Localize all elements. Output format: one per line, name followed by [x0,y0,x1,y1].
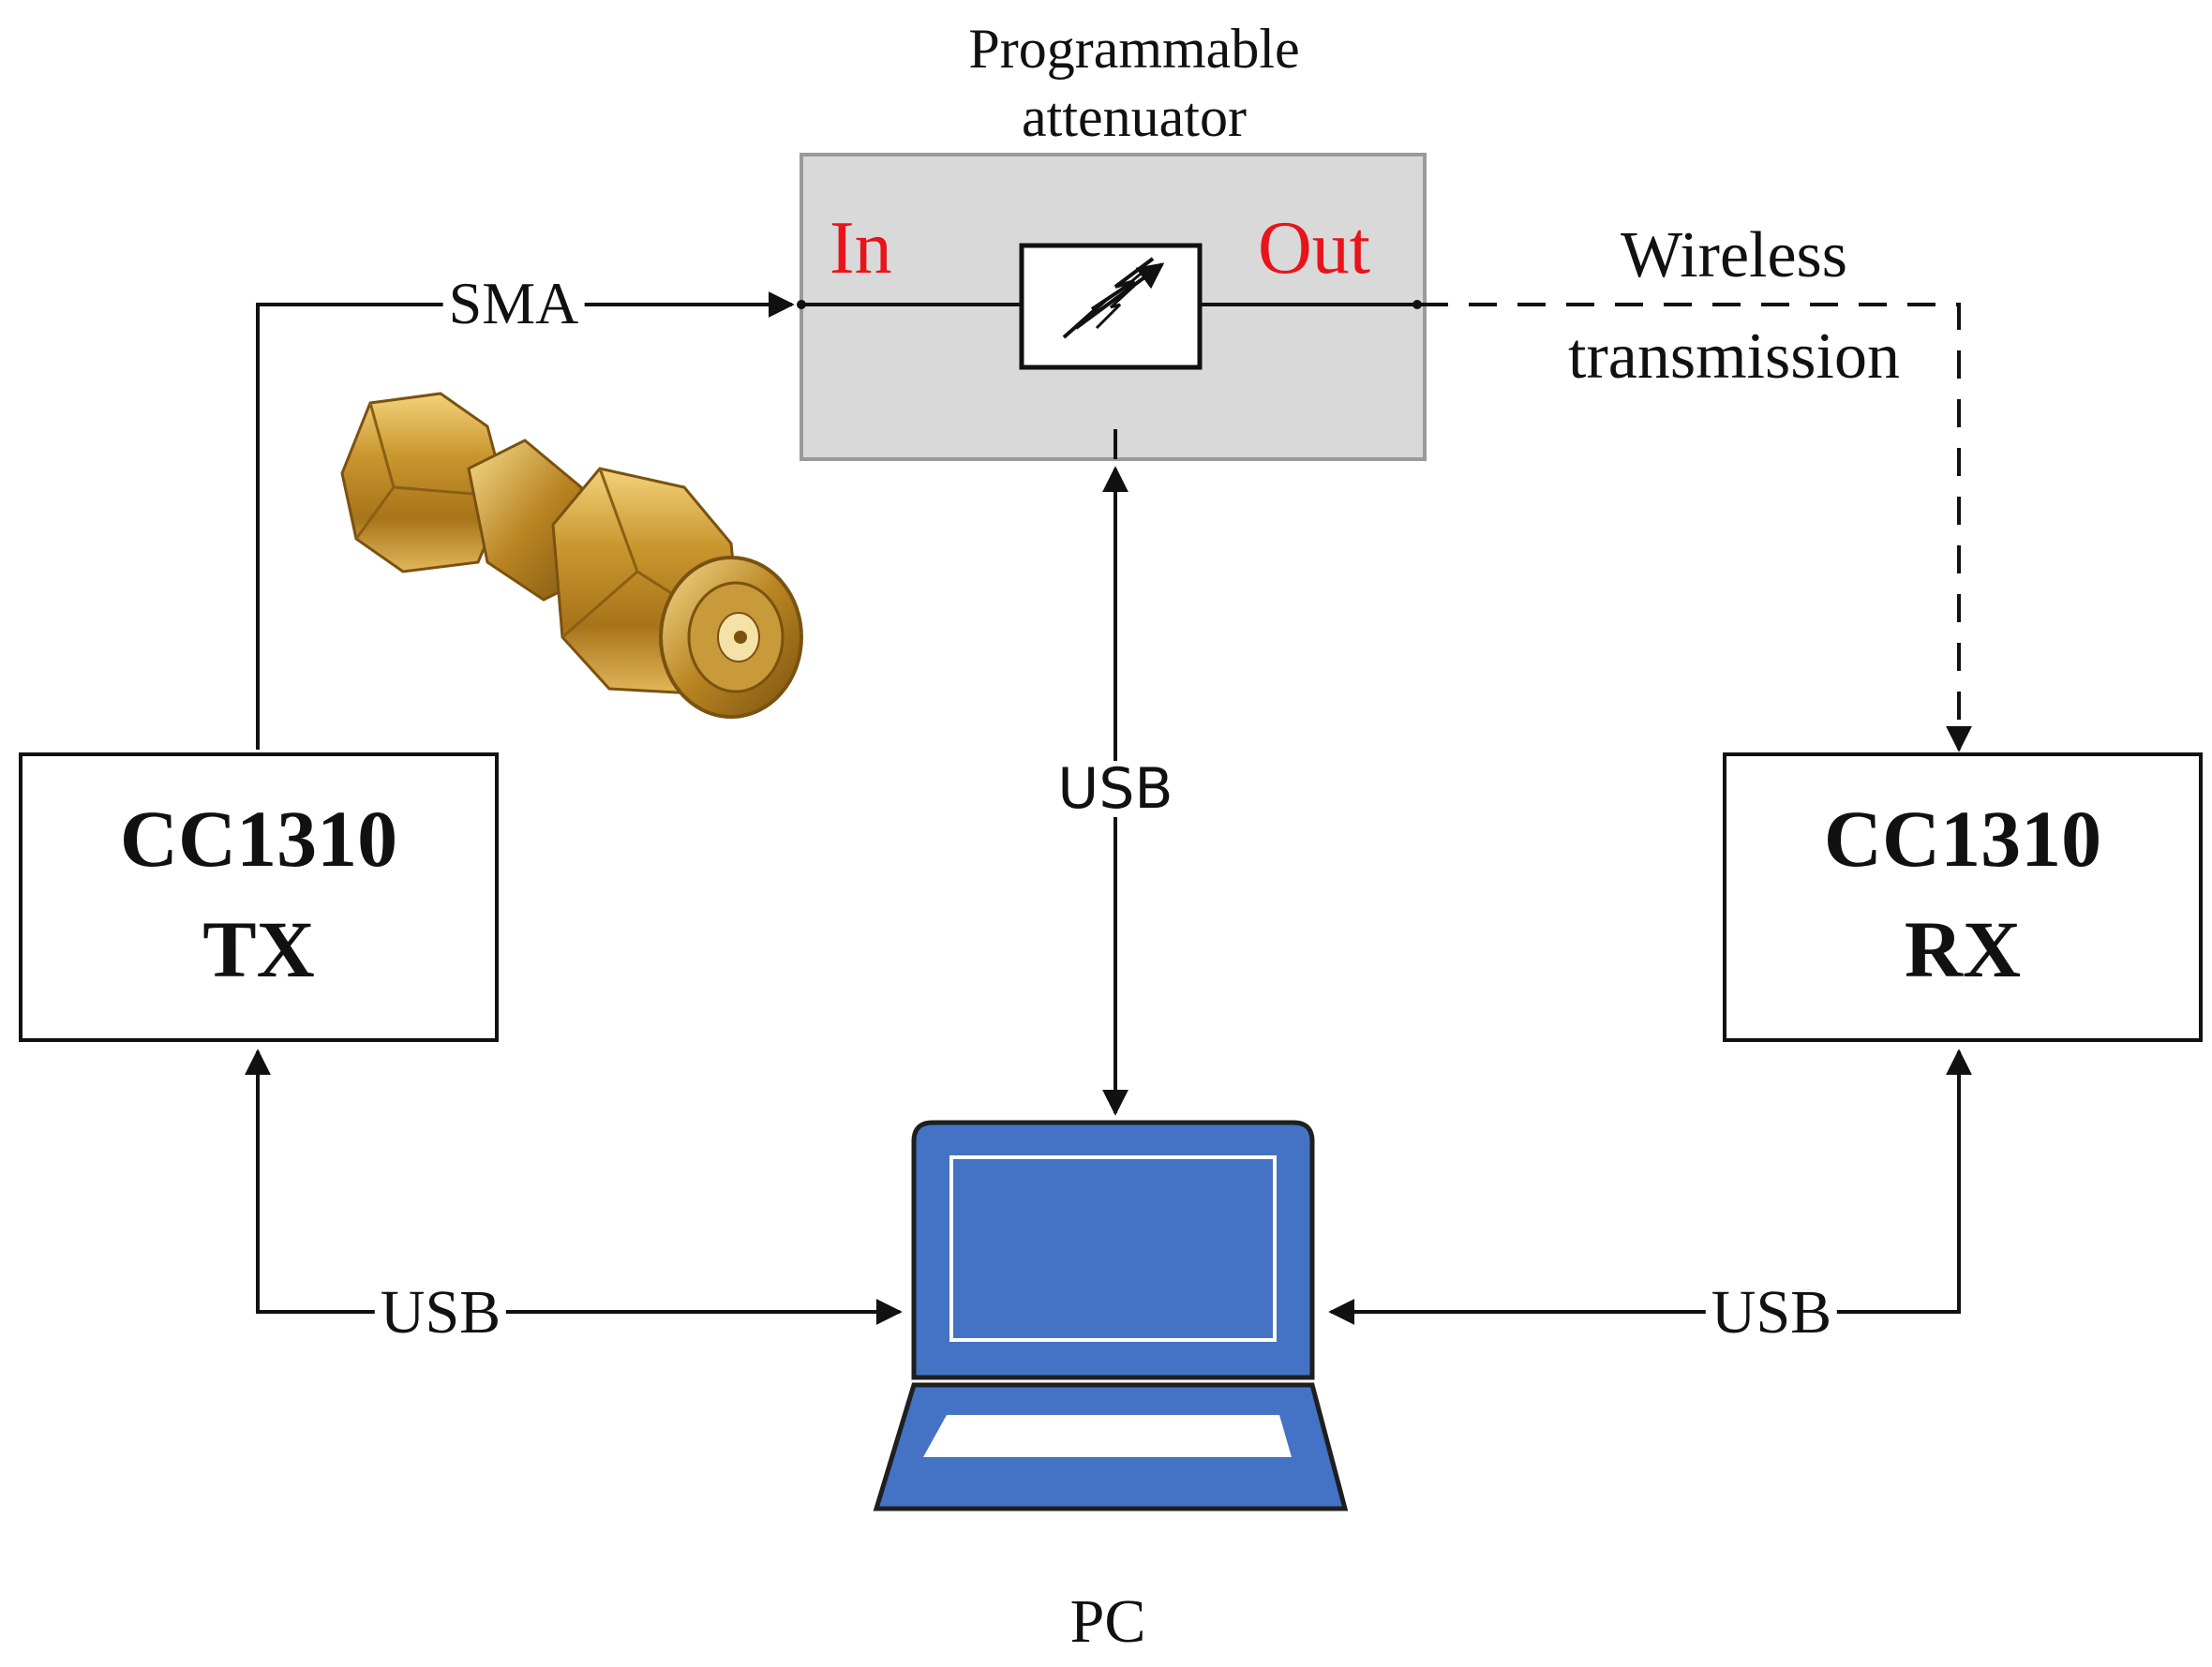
attenuator-in-label: In [830,207,892,290]
sma-connector-icon [340,392,803,719]
rx-box [1723,752,2203,1042]
laptop-icon [873,1120,1349,1511]
usb-rx-link [1328,1049,1972,1325]
rx-box-line1: CC1310 [1823,794,2102,884]
tx-box-line1: CC1310 [119,794,398,884]
usb-tx-link [245,1049,903,1325]
attenuator-out-label: Out [1258,207,1370,290]
usb-attenuator-label: USB [1052,761,1179,817]
rx-box-line2: RX [1904,904,2022,994]
variable-attenuator-icon [1019,243,1203,370]
attenuator-title-line2: attenuator [1022,86,1247,148]
usb-rx-label: USB [1705,1282,1838,1344]
attenuator-title-line1: Programmable [968,18,1300,80]
sma-label: SMA [442,274,585,334]
wireless-label-line1: Wireless [1614,223,1854,289]
pc-label: PC [1069,1587,1146,1656]
wireless-link [1420,303,1972,752]
sma-link [256,291,795,750]
tx-box-line2: TX [202,904,315,994]
tx-box [19,752,499,1042]
usb-tx-label: USB [374,1282,507,1344]
wireless-label-line2: transmission [1562,324,1906,390]
